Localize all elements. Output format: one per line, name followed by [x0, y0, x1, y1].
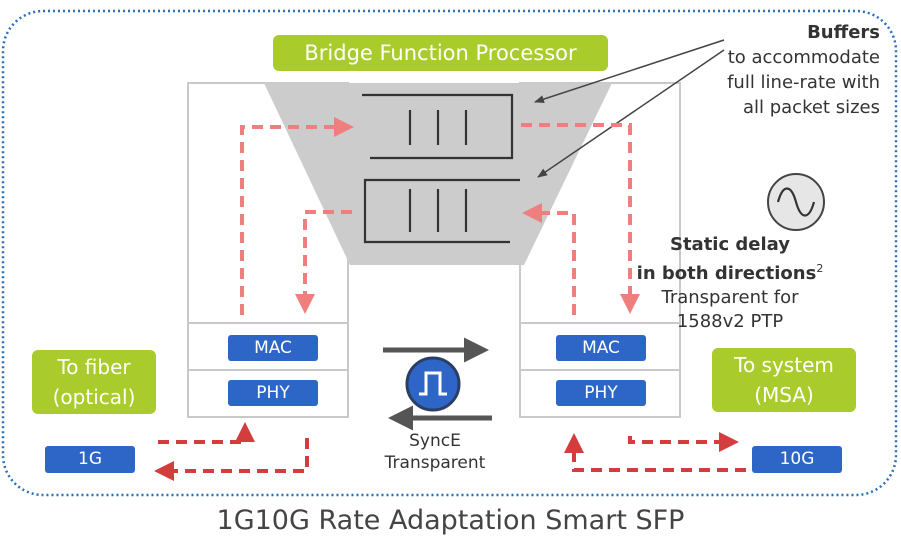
- to-fiber-line-1: To fiber: [57, 355, 131, 379]
- flow-10g-in: [628, 432, 739, 452]
- phy-left: PHY: [228, 380, 318, 406]
- mac-right: MAC: [556, 335, 646, 361]
- buffers-heading: Buffers: [807, 22, 880, 43]
- buffers-pointer-lower: [537, 49, 725, 178]
- flow-right-up: [522, 203, 576, 315]
- to-system-line-2: (MSA): [754, 383, 814, 407]
- buffer-lower: [363, 178, 520, 244]
- buffers-line-2: full line-rate with: [727, 72, 880, 93]
- sfp-module-border: [1, 9, 898, 497]
- buffers-line-3: all packet sizes: [742, 97, 880, 118]
- to-system-label: To system (MSA): [712, 348, 856, 412]
- page-title: Bridge Function Processor: [273, 35, 608, 71]
- delay-line-4: 1588v2 PTP: [676, 311, 784, 332]
- delay-line-2: in both directions: [636, 263, 817, 284]
- diagram-caption: 1G10G Rate Adaptation Smart SFP: [216, 505, 685, 536]
- buffers-line-1: to accommodate: [727, 47, 880, 68]
- delay-line-1: Static delay: [669, 234, 790, 255]
- buffers-description: Buffers to accommodate full line-rate wi…: [640, 20, 880, 120]
- delay-line-3: Transparent for: [661, 287, 799, 308]
- flow-right-down: [521, 123, 640, 314]
- synce-description: SyncE Transparent: [370, 430, 500, 474]
- to-fiber-line-2: (optical): [52, 385, 136, 409]
- flow-left-down: [295, 210, 352, 314]
- synce-line-1: SyncE: [409, 431, 461, 451]
- synce-line-2: Transparent: [384, 453, 486, 473]
- to-fiber-label: To fiber (optical): [32, 350, 156, 414]
- delay-footnote: 2: [816, 262, 824, 275]
- sine-wave-icon: [767, 173, 825, 231]
- buffer-upper: [362, 93, 514, 160]
- buffers-pointer-upper: [534, 39, 725, 103]
- flow-left-up: [240, 117, 354, 315]
- to-system-line-1: To system: [734, 353, 834, 377]
- rate-10g-badge: 10G: [752, 446, 842, 473]
- flow-10g-out: [564, 433, 746, 472]
- delay-description: Static delay in both directions2 Transpa…: [594, 233, 866, 334]
- rate-1g-badge: 1G: [45, 446, 135, 473]
- flow-1g-out: [154, 438, 309, 481]
- phy-right: PHY: [556, 380, 646, 406]
- clock-pulse-icon: [405, 356, 461, 412]
- flow-1g-in: [158, 422, 255, 444]
- mac-left: MAC: [228, 335, 318, 361]
- delay-line-2-wrap: in both directions2: [594, 257, 866, 286]
